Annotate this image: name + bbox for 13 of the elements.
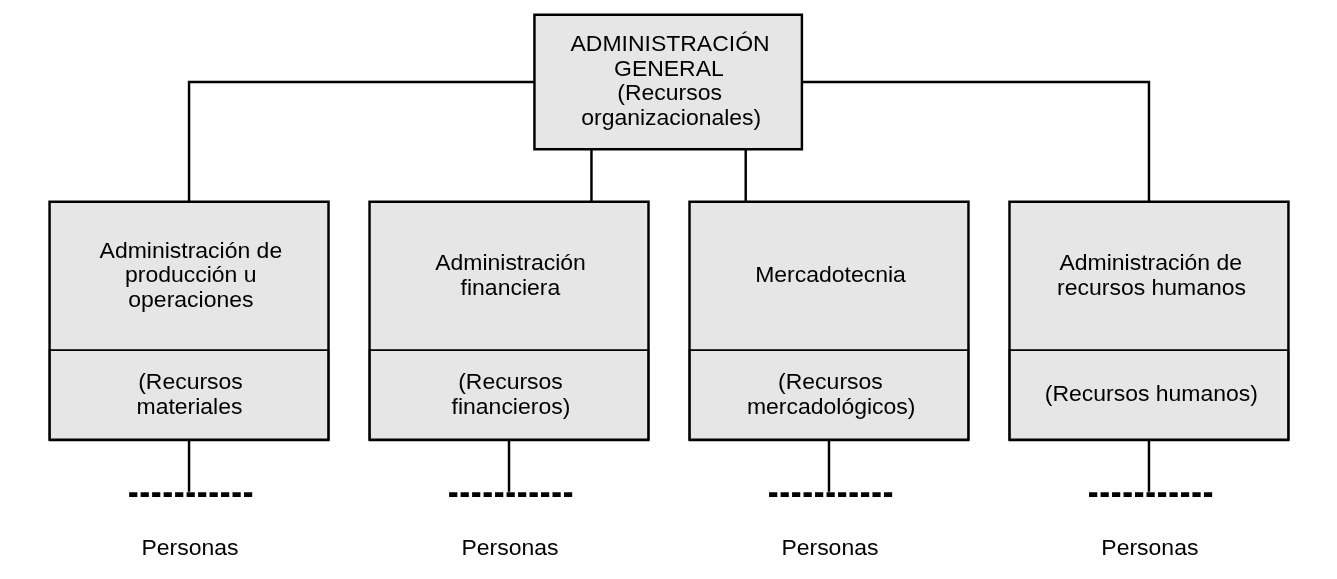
connector <box>801 80 1150 202</box>
connector <box>187 80 534 202</box>
connector <box>507 440 510 492</box>
connector <box>827 440 830 492</box>
connector <box>187 440 190 492</box>
node-text: Personas <box>1100 533 1198 560</box>
node-text: Personas <box>780 533 878 560</box>
connector <box>1147 440 1150 492</box>
node-text: Personas <box>460 533 558 560</box>
connector <box>589 149 593 202</box>
connector <box>744 149 747 202</box>
node-text: Personas <box>140 533 238 560</box>
node-box: ADMINISTRACIÓN GENERAL (Recursos organizacionales) <box>532 13 803 151</box>
